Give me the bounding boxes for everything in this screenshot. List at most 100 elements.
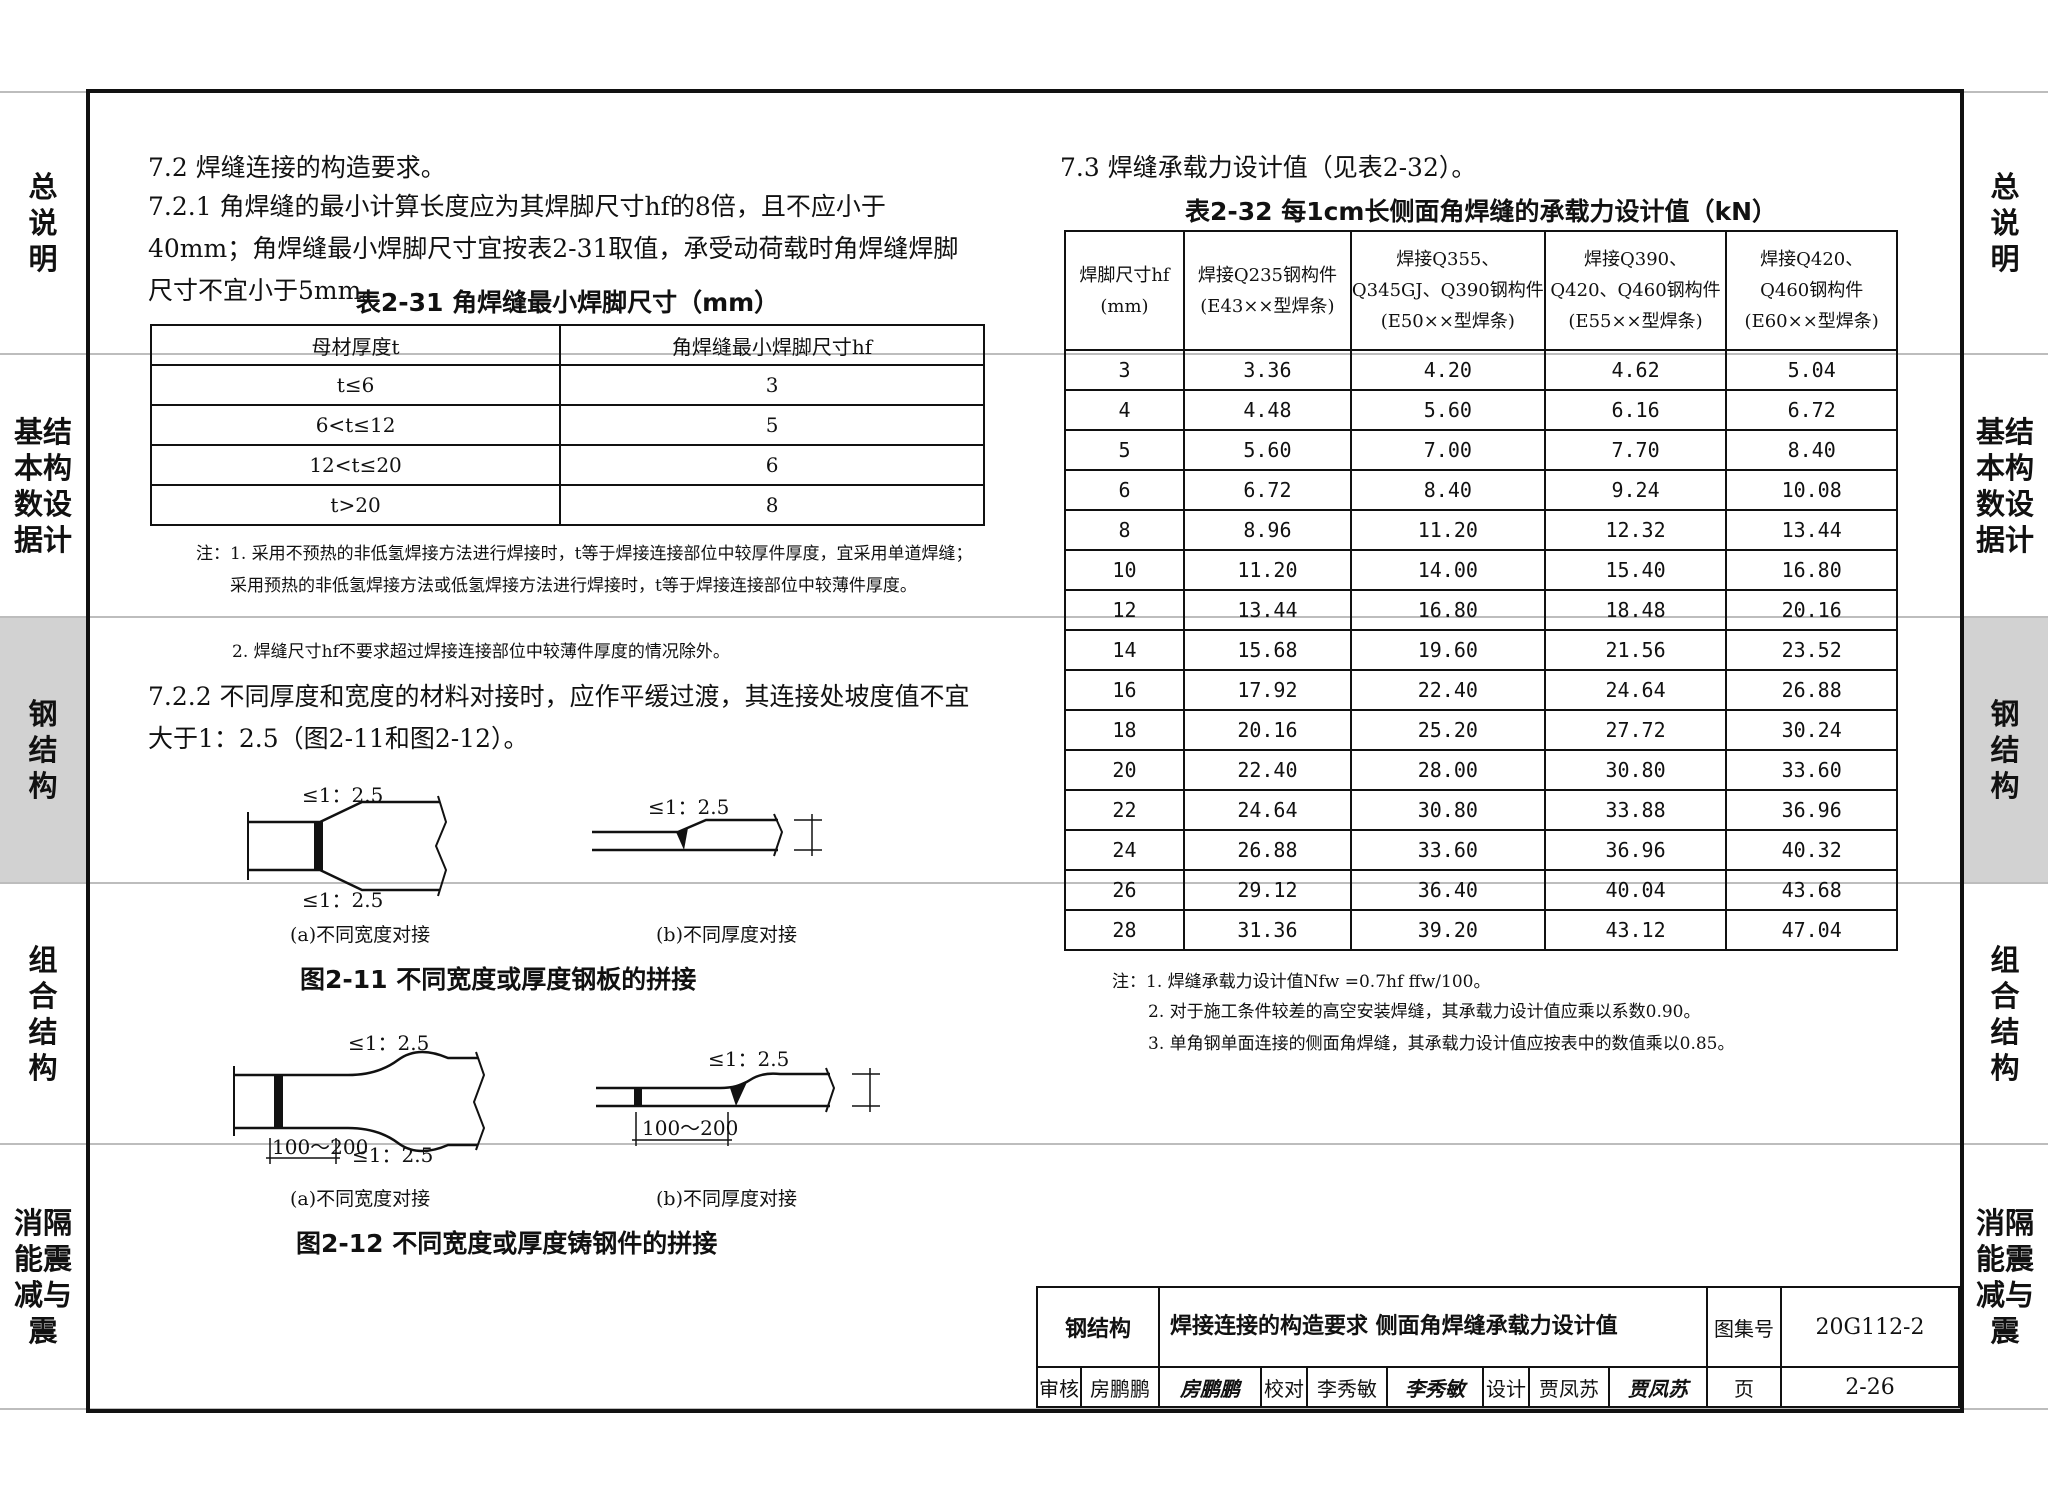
- table-cell: 3: [559, 364, 985, 406]
- table-cell: 4.62: [1543, 349, 1728, 391]
- title-block-review-label: 审核: [1036, 1366, 1082, 1408]
- table-cell: 29.12: [1182, 869, 1352, 911]
- table-header: 母材厚度t: [149, 324, 562, 366]
- table-cell: 6: [559, 444, 985, 486]
- table-header-row: 焊脚尺寸hf (mm) 焊接Q235钢构件 (E43××型焊条) 焊接Q355、…: [1064, 230, 1898, 351]
- table-cell: 3.36: [1182, 349, 1352, 391]
- table-2-32: 焊脚尺寸hf (mm) 焊接Q235钢构件 (E43××型焊条) 焊接Q355、…: [1064, 230, 1898, 951]
- side-tab-seismic[interactable]: 消隔 能震 减与 震: [1975, 1205, 2034, 1348]
- table-2-31-caption: 表2-31 角焊缝最小焊脚尺寸（mm）: [355, 288, 780, 317]
- title-block-page-number: 2-26: [1780, 1366, 1960, 1408]
- table-cell: 28: [1064, 909, 1185, 951]
- table-cell: 5.60: [1349, 389, 1546, 431]
- table-cell: 26.88: [1182, 829, 1352, 871]
- table-2-32-note-1: 注：1. 焊缝承载力设计值Nfw =0.7hf ffw/100。: [1112, 972, 1491, 992]
- table-header: 焊接Q390、 Q420、Q460钢构件 (E55××型焊条): [1543, 230, 1728, 351]
- table-cell: 43.68: [1725, 869, 1898, 911]
- figure-2-12a-label: (a)不同宽度对接: [290, 1188, 431, 1210]
- table-cell: 11.20: [1349, 509, 1546, 551]
- side-tab-steel[interactable]: 钢 结 构: [1962, 618, 2048, 882]
- dimension-label: 100～200: [642, 1116, 738, 1140]
- table-cell: 40.32: [1725, 829, 1898, 871]
- table-cell: 36.96: [1725, 789, 1898, 831]
- table-header: 焊接Q355、 Q345GJ、Q390钢构件 (E50××型焊条): [1349, 230, 1546, 351]
- slope-label: ≤1：2.5: [352, 1143, 433, 1167]
- table-cell: 12.32: [1543, 509, 1728, 551]
- table-cell: 5.60: [1182, 429, 1352, 471]
- title-block-check-label: 校对: [1260, 1366, 1308, 1408]
- table-cell: t>20: [149, 484, 562, 526]
- table-cell: 4.48: [1182, 389, 1352, 431]
- table-cell: t≤6: [149, 364, 562, 406]
- table-cell: 17.92: [1182, 669, 1352, 711]
- side-tab-seismic[interactable]: 消隔 能震 减与 震: [13, 1205, 72, 1348]
- figure-2-12a-drawing: 100～200 ≤1：2.5 ≤1：2.5: [233, 1031, 486, 1167]
- table-cell: 16.80: [1725, 549, 1898, 591]
- figure-2-11b-drawing: ≤1：2.5: [592, 795, 822, 857]
- side-tab-basic-data[interactable]: 基结 本构 数设 据计: [13, 414, 72, 557]
- table-cell: 8.40: [1725, 429, 1898, 471]
- figure-2-11a-label: (a)不同宽度对接: [290, 924, 431, 946]
- title-block-atlas-label: 图集号: [1706, 1286, 1782, 1368]
- dimension-label: 100～200: [272, 1135, 368, 1159]
- section-heading-7-3: 7.3 焊缝承载力设计值（见表2-32）。: [1060, 153, 1477, 182]
- table-cell: 27.72: [1543, 709, 1728, 751]
- table-cell: 33.60: [1725, 749, 1898, 791]
- table-2-31-note-2: 2. 焊缝尺寸hf不要求超过焊接连接部位中较薄件厚度的情况除外。: [232, 642, 730, 662]
- table-cell: 24.64: [1182, 789, 1352, 831]
- side-tab-basic-data[interactable]: 基结 本构 数设 据计: [1975, 414, 2034, 557]
- title-block-designer: 贾凤苏: [1528, 1366, 1610, 1408]
- reviewer-signature: 房鹏鹏: [1158, 1366, 1262, 1408]
- drawing-frame: [86, 89, 1964, 1413]
- table-cell: 4: [1064, 389, 1185, 431]
- slope-label: ≤1：2.5: [302, 783, 383, 807]
- side-tab-general[interactable]: 总 说 明: [28, 170, 58, 276]
- table-cell: 47.04: [1725, 909, 1898, 951]
- table-header: 焊接Q420、 Q460钢构件 (E60××型焊条): [1725, 230, 1898, 351]
- table-cell: 31.36: [1182, 909, 1352, 951]
- table-cell: 8.96: [1182, 509, 1352, 551]
- table-cell: 30.24: [1725, 709, 1898, 751]
- table-cell: 12<t≤20: [149, 444, 562, 486]
- table-cell: 28.00: [1349, 749, 1546, 791]
- table-cell: 5.04: [1725, 349, 1898, 391]
- table-cell: 36.40: [1349, 869, 1546, 911]
- table-cell: 10: [1064, 549, 1185, 591]
- table-2-32-caption: 表2-32 每1cm长侧面角焊缝的承载力设计值（kN）: [1184, 197, 1778, 226]
- table-header: 角焊缝最小焊脚尺寸hf: [559, 324, 985, 366]
- side-tab-general[interactable]: 总 说 明: [1990, 170, 2020, 276]
- title-block-checker: 李秀敏: [1306, 1366, 1388, 1408]
- checker-signature: 李秀敏: [1386, 1366, 1484, 1408]
- side-tab-composite[interactable]: 组 合 结 构: [1990, 942, 2020, 1085]
- side-tab-steel[interactable]: 钢 结 构: [0, 618, 86, 882]
- table-cell: 30.80: [1543, 749, 1728, 791]
- side-tab-composite[interactable]: 组 合 结 构: [28, 942, 58, 1085]
- table-header-row: 母材厚度t 角焊缝最小焊脚尺寸hf: [149, 324, 985, 366]
- paragraph-7-2-2: 7.2.2 不同厚度和宽度的材料对接时，应作平缓过渡，其连接处坡度值不宜大于1：…: [148, 682, 970, 753]
- designer-signature: 贾凤苏: [1608, 1366, 1708, 1408]
- table-cell: 13.44: [1725, 509, 1898, 551]
- table-cell: 20.16: [1725, 589, 1898, 631]
- table-cell: 7.70: [1543, 429, 1728, 471]
- table-cell: 8: [559, 484, 985, 526]
- title-block-title: 焊接连接的构造要求 侧面角焊缝承载力设计值: [1158, 1286, 1708, 1368]
- table-cell: 33.88: [1543, 789, 1728, 831]
- table-cell: 6<t≤12: [149, 404, 562, 446]
- table-cell: 26: [1064, 869, 1185, 911]
- table-2-32-note-3: 3. 单角钢单面连接的侧面角焊缝，其承载力设计值应按表中的数值乘以0.85。: [1148, 1034, 1735, 1054]
- slope-label: ≤1：2.5: [348, 1031, 429, 1055]
